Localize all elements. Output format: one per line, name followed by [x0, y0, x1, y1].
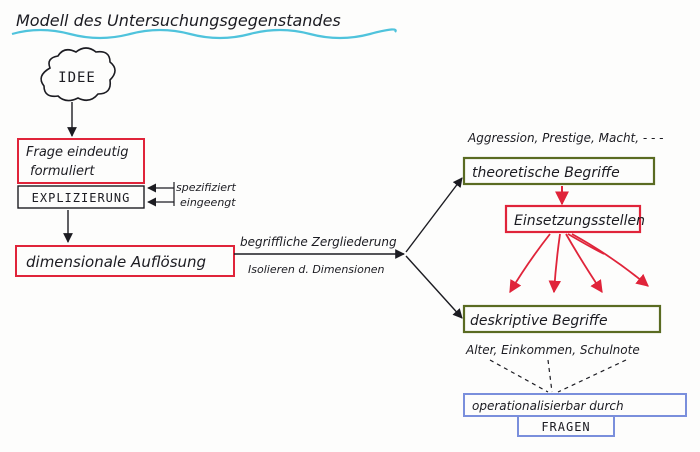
dimensionale-box: [15, 245, 235, 277]
frage-box: [17, 138, 145, 184]
arrow-to-deskriptive: [405, 255, 463, 319]
red-arrow-4: [571, 233, 649, 287]
einsetzungsstellen-label: Einsetzungsstellen: [514, 213, 645, 229]
deskriptive-box: [462, 304, 662, 334]
idee-cloud: [40, 47, 116, 102]
deskriptive-label: deskriptive Begriffe: [470, 313, 608, 329]
examples-bottom: Alter, Einkommen, Schulnote: [465, 343, 640, 357]
frage-line2: formuliert: [30, 164, 95, 179]
red-arrow-5: [567, 233, 605, 255]
examples-top: Aggression, Prestige, Macht, - - -: [467, 131, 664, 145]
red-arrow-1: [509, 233, 551, 294]
dash-line-2: [547, 359, 553, 393]
arrow-to-theoretische: [405, 177, 463, 253]
theoretische-box: [462, 156, 656, 186]
eingeengt-label: eingeengt: [180, 196, 236, 209]
begriffliche-label: begriffliche Zergliederung: [240, 235, 397, 249]
spezifiziert-label: spezifiziert: [176, 181, 237, 194]
einsetzungsstellen-box: [504, 204, 642, 234]
isolieren-label: Isolieren d. Dimensionen: [248, 263, 385, 276]
red-arrow-2: [548, 233, 562, 294]
red-arrow-3: [565, 233, 603, 294]
explizierung-label: EXPLIZIERUNG: [32, 191, 131, 205]
dimensionale-label: dimensionale Auflösung: [26, 253, 206, 271]
dash-line-3: [557, 359, 627, 393]
operationalisierbar-label: operationalisierbar durch: [472, 399, 624, 413]
title-underline: [11, 28, 397, 40]
idee-label: IDEE: [58, 70, 96, 86]
explizierung-box: [17, 185, 145, 209]
theoretische-label: theoretische Begriffe: [472, 165, 620, 181]
frage-line1: Frage eindeutig: [26, 145, 128, 160]
dash-line-1: [489, 359, 549, 393]
fragen-box: [517, 415, 615, 437]
title: Modell des Untersuchungsgegenstandes: [16, 11, 341, 30]
fragen-label: FRAGEN: [541, 420, 590, 434]
